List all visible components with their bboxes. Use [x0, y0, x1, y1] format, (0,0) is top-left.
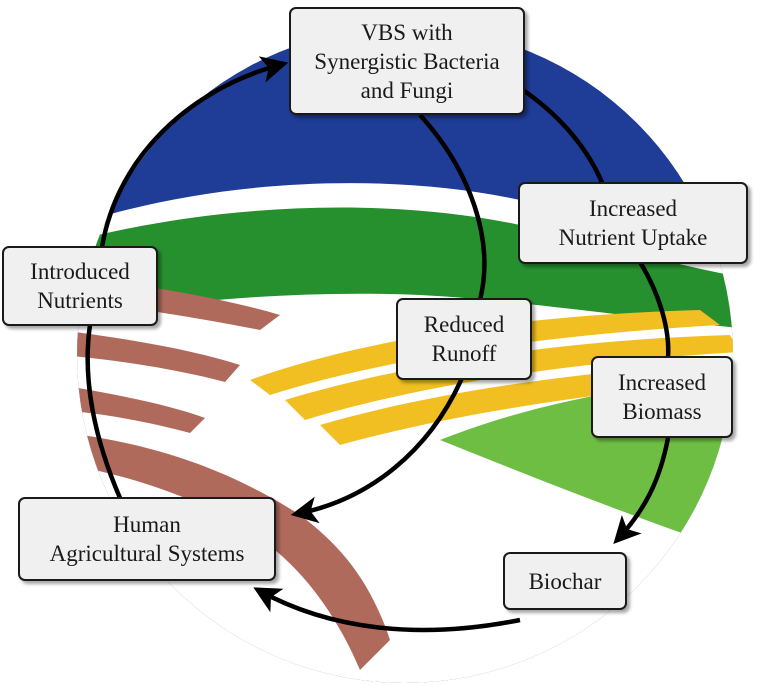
node-label-line: Human: [113, 512, 181, 537]
node-label-line: Agricultural Systems: [49, 541, 245, 566]
arrow-human-to-nutrients: [85, 324, 123, 499]
crop-yellow-1: [250, 310, 720, 395]
node-label-line: Synergistic Bacteria: [314, 48, 500, 74]
field-green-upper: [77, 207, 733, 330]
arrow-uptake-to-biomass: [638, 260, 671, 359]
node-label-line: Increased: [588, 196, 678, 221]
soil-stripe-2: [77, 330, 240, 382]
arrow-vbs-to-runoff: [418, 113, 487, 301]
node-label-line: Biochar: [528, 568, 602, 594]
node-label-line: Introduced: [30, 259, 130, 284]
arrow-runoff-to-human: [290, 377, 465, 524]
node-biochar[interactable]: Biochar: [503, 552, 627, 610]
node-label-line: VBS with: [361, 19, 453, 45]
arrow-biomass-to-biochar: [613, 437, 671, 544]
arrow-biochar-to-human: [253, 587, 521, 633]
soil-stripe-3: [77, 385, 205, 433]
node-label-line: Increased: [617, 370, 707, 395]
node-label-line: Nutrients: [37, 288, 123, 313]
node-label-line: Reduced: [423, 312, 505, 337]
cycle-arrows: [85, 56, 671, 633]
node-label-line: Nutrient Uptake: [558, 225, 708, 250]
node-label-line: Runoff: [431, 341, 497, 366]
arrow-vbs-to-uptake: [518, 86, 608, 191]
arrow-to-vbs: [97, 56, 289, 263]
node-label-line: and Fungi: [360, 77, 454, 103]
node-label-line: Biomass: [622, 399, 702, 424]
soil-stripe-4: [77, 430, 390, 670]
